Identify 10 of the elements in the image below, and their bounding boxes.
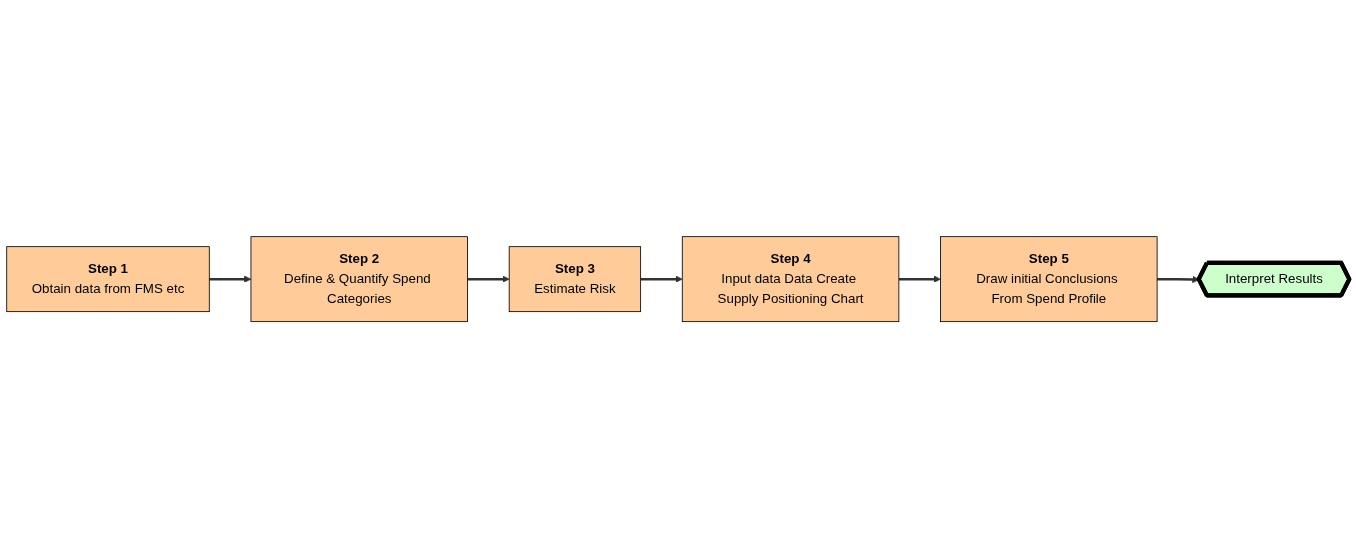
- node-box: Step 5 Draw initial Conclusions From Spend Profile: [940, 236, 1158, 323]
- node-box: Step 2 Define & Quantify Spend Categories: [250, 236, 468, 323]
- arrow: [467, 275, 510, 284]
- arrow: [898, 275, 941, 284]
- arrow: [640, 275, 683, 284]
- node-box: Step 3 Estimate Risk: [508, 246, 642, 313]
- arrow: [209, 275, 252, 284]
- arrow: [1157, 276, 1200, 284]
- node-box: Step 1 Obtain data from FMS etc: [6, 246, 210, 313]
- node-box: Step 4 Input data Data Create Supply Positioning Chart: [681, 236, 900, 323]
